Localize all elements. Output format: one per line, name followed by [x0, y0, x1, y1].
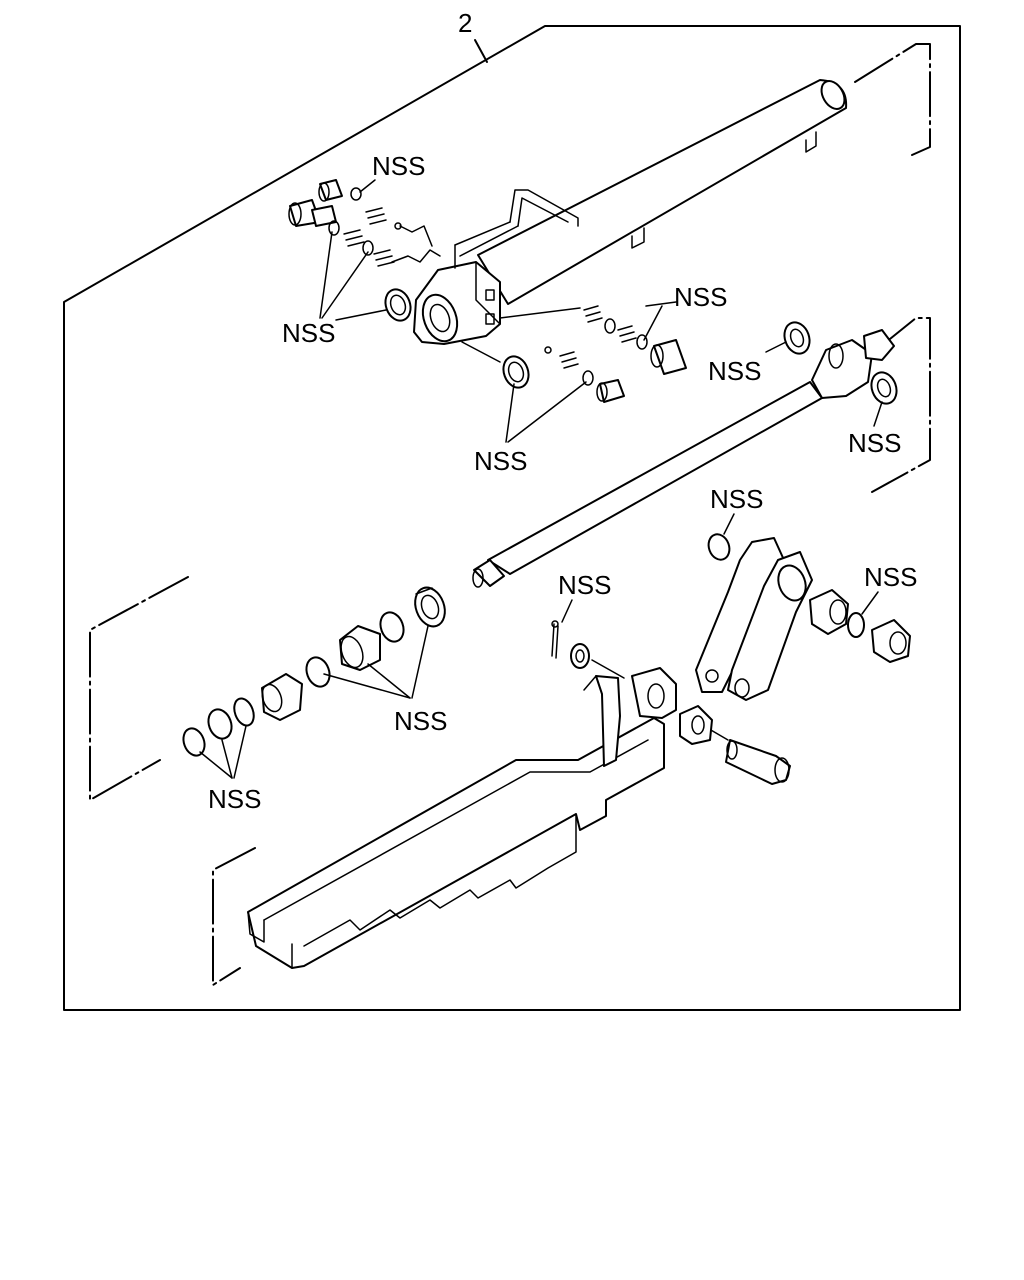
clevis-pin — [703, 725, 791, 785]
nss-callout-3: NSS — [643, 282, 727, 341]
nss-label: NSS — [848, 428, 901, 458]
nss-label: NSS — [394, 706, 447, 736]
nss-label: NSS — [372, 151, 425, 181]
nss-callout-9: NSS — [861, 562, 917, 615]
subassembly-brackets — [89, 43, 931, 986]
nss-callout-5: NSS — [708, 341, 787, 386]
nss-callout-7: NSS — [710, 484, 763, 535]
lower-channel-rail — [247, 667, 713, 969]
nss-label: NSS — [710, 484, 763, 514]
callout-number: 2 — [458, 8, 472, 38]
kit-border — [63, 25, 961, 1011]
lower-center-spring-bolt — [544, 346, 625, 403]
washer — [570, 643, 625, 679]
right-spring-bolt — [499, 305, 687, 375]
cotter-pin — [551, 620, 559, 659]
upper-left-bolts — [288, 179, 441, 267]
nss-label: NSS — [708, 356, 761, 386]
nss-label: NSS — [864, 562, 917, 592]
upper-column-tube — [454, 79, 848, 305]
universal-joint — [783, 321, 898, 405]
nss-label: NSS — [674, 282, 727, 312]
upper-left-snap-ring — [384, 288, 412, 322]
nss-callout-6: NSS — [848, 401, 901, 458]
nss-label: NSS — [474, 446, 527, 476]
nss-callout-2: NSS — [282, 231, 387, 348]
nss-label: NSS — [282, 318, 335, 348]
lever-assembly — [695, 533, 911, 701]
callout-2: 2 — [458, 8, 488, 63]
nss-callout-11: NSS — [199, 725, 261, 814]
nss-callout-8: NSS — [558, 570, 611, 623]
nss-callout-1: NSS — [359, 151, 425, 193]
lower-left-seal-stack — [182, 586, 446, 757]
nss-callout-4: NSS — [474, 381, 587, 476]
upper-yoke-bracket — [413, 244, 501, 345]
nss-label: NSS — [558, 570, 611, 600]
nss-label: NSS — [208, 784, 261, 814]
lower-center-snap-ring — [461, 341, 530, 389]
nss-callout-10: NSS — [323, 625, 447, 736]
